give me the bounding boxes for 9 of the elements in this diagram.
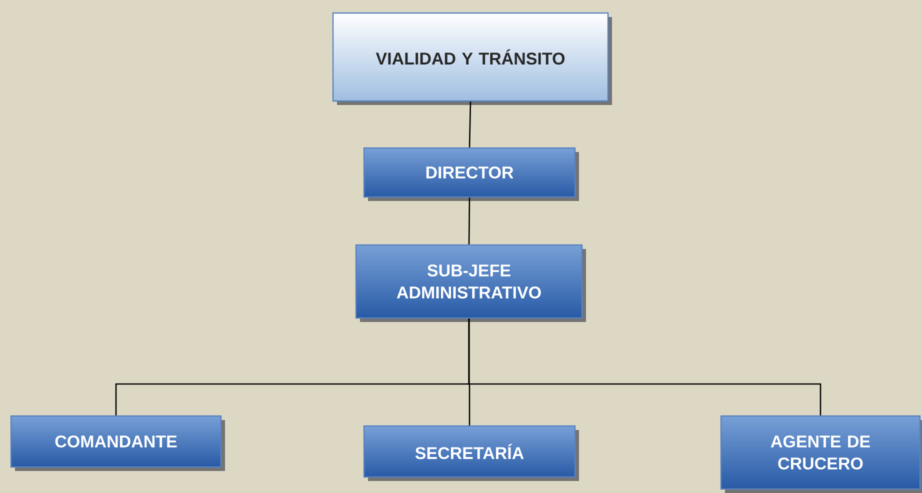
title-box: SECRETARÍA xyxy=(363,425,579,481)
connector-line xyxy=(468,198,470,244)
title-box: DIRECTOR xyxy=(363,147,579,201)
connector-line xyxy=(468,318,822,416)
title-box: SUB-JEFE ADMINISTRATIVO xyxy=(355,244,586,322)
title-box: COMANDANTE xyxy=(10,415,225,471)
title-box: VIALIDAD Y TRÁNSITO xyxy=(332,12,612,105)
connector-line xyxy=(468,102,472,148)
title-box: AGENTE DE CRUCERO xyxy=(720,415,922,493)
